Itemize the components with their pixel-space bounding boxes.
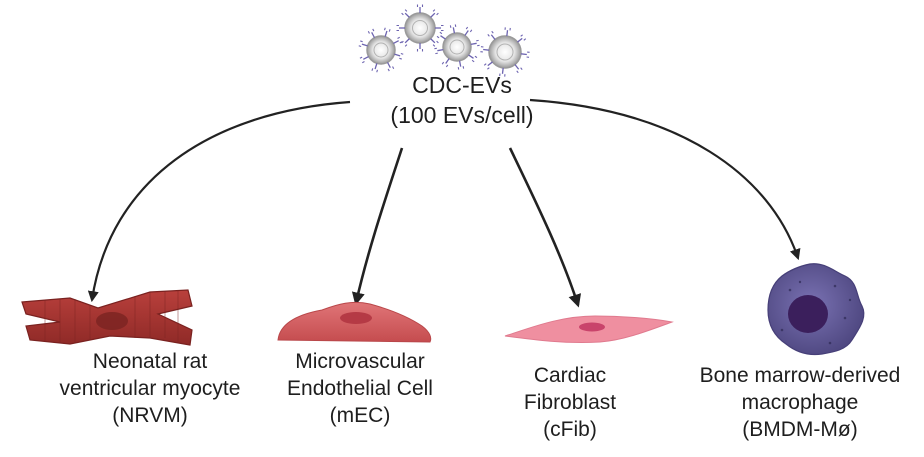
cardiomyocyte-icon (21, 289, 193, 346)
arrow-to-bmdm (529, 98, 801, 261)
label-mec-line2: Endothelial Cell (287, 377, 433, 400)
label-cfib-line1: Cardiac (533, 364, 607, 387)
label-mec-line1: Microvascular (295, 350, 425, 373)
label-cfib-line2: Fibroblast (523, 391, 617, 414)
endothelial-cell-icon (277, 301, 432, 343)
vesicle-icon (434, 24, 480, 70)
label-bmdm-line3: (BMDM-Mø) (742, 418, 858, 441)
label-nrvm-line3: (NRVM) (112, 404, 188, 427)
label-nrvm-line1: Neonatal rat (92, 350, 208, 373)
arrow-to-nrvm (87, 100, 351, 303)
label-cfib-line3: (cFib) (543, 418, 597, 441)
macrophage-icon (767, 263, 865, 356)
fibroblast-icon (504, 315, 674, 344)
vesicle-icon (396, 4, 444, 52)
label-mec-line3: (mEC) (329, 404, 391, 427)
label-bmdm: Bone marrow-derived macrophage (BMDM-Mø) (680, 362, 920, 443)
source-dose: (100 EVs/cell) (390, 102, 534, 128)
label-nrvm-line2: ventricular myocyte (59, 377, 241, 400)
label-bmdm-line2: macrophage (741, 391, 859, 414)
vesicle-icon (480, 27, 530, 77)
label-nrvm: Neonatal rat ventricular myocyte (NRVM) (20, 348, 280, 429)
extracellular-vesicle-icon (358, 4, 530, 77)
label-cfib: Cardiac Fibroblast (cFib) (485, 362, 655, 443)
arrow-to-cfib (508, 147, 582, 308)
source-title: CDC-EVs (412, 72, 512, 98)
arrows (87, 98, 801, 308)
vesicle-icon (358, 27, 404, 73)
label-mec: Microvascular Endothelial Cell (mEC) (255, 348, 465, 429)
label-bmdm-line1: Bone marrow-derived (699, 364, 901, 387)
source-label: CDC-EVs (100 EVs/cell) (352, 70, 572, 130)
arrow-to-mec (351, 147, 404, 306)
